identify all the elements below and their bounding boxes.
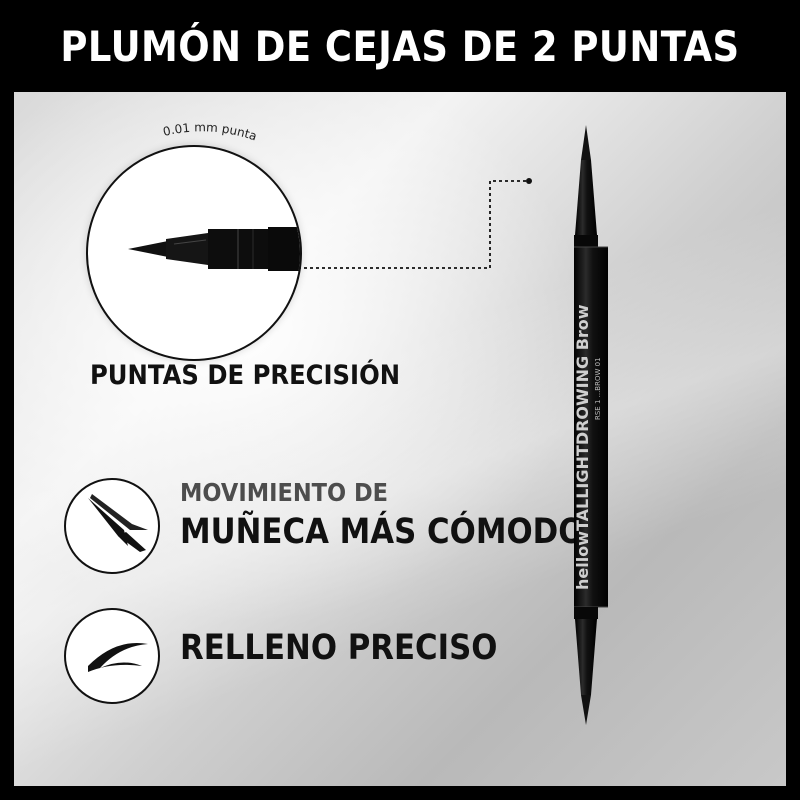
- pen-brand-text: hellowTALLIGHTDROWING Brow: [573, 304, 592, 590]
- precision-heading: PUNTAS DE PRECISIÓN: [90, 360, 401, 391]
- pen-tip-closeup: [128, 227, 300, 271]
- feature-comfort-line1: MOVIMIENTO DE: [180, 478, 389, 507]
- zoom-circle: [86, 145, 302, 361]
- brow-pen: hellowTALLIGHTDROWING Brow RSE 1 ...BROW…: [573, 125, 608, 725]
- feature-fill-line: RELLENO PRECISO: [180, 628, 498, 668]
- tweezers-icon: [64, 478, 160, 574]
- pen-small-text: RSE 1 ...BROW 01: [594, 357, 602, 420]
- brow-stroke-icon: [64, 608, 160, 704]
- page-title: PLUMÓN DE CEJAS DE 2 PUNTAS: [60, 22, 740, 71]
- tip-label-text: 0.01 mm punta: [162, 120, 259, 143]
- feature-comfort-line2: MUÑECA MÁS CÓMODO: [180, 512, 585, 552]
- tip-label: 0.01 mm punta: [162, 120, 259, 143]
- svg-text:0.01 mm punta: 0.01 mm punta: [162, 120, 259, 143]
